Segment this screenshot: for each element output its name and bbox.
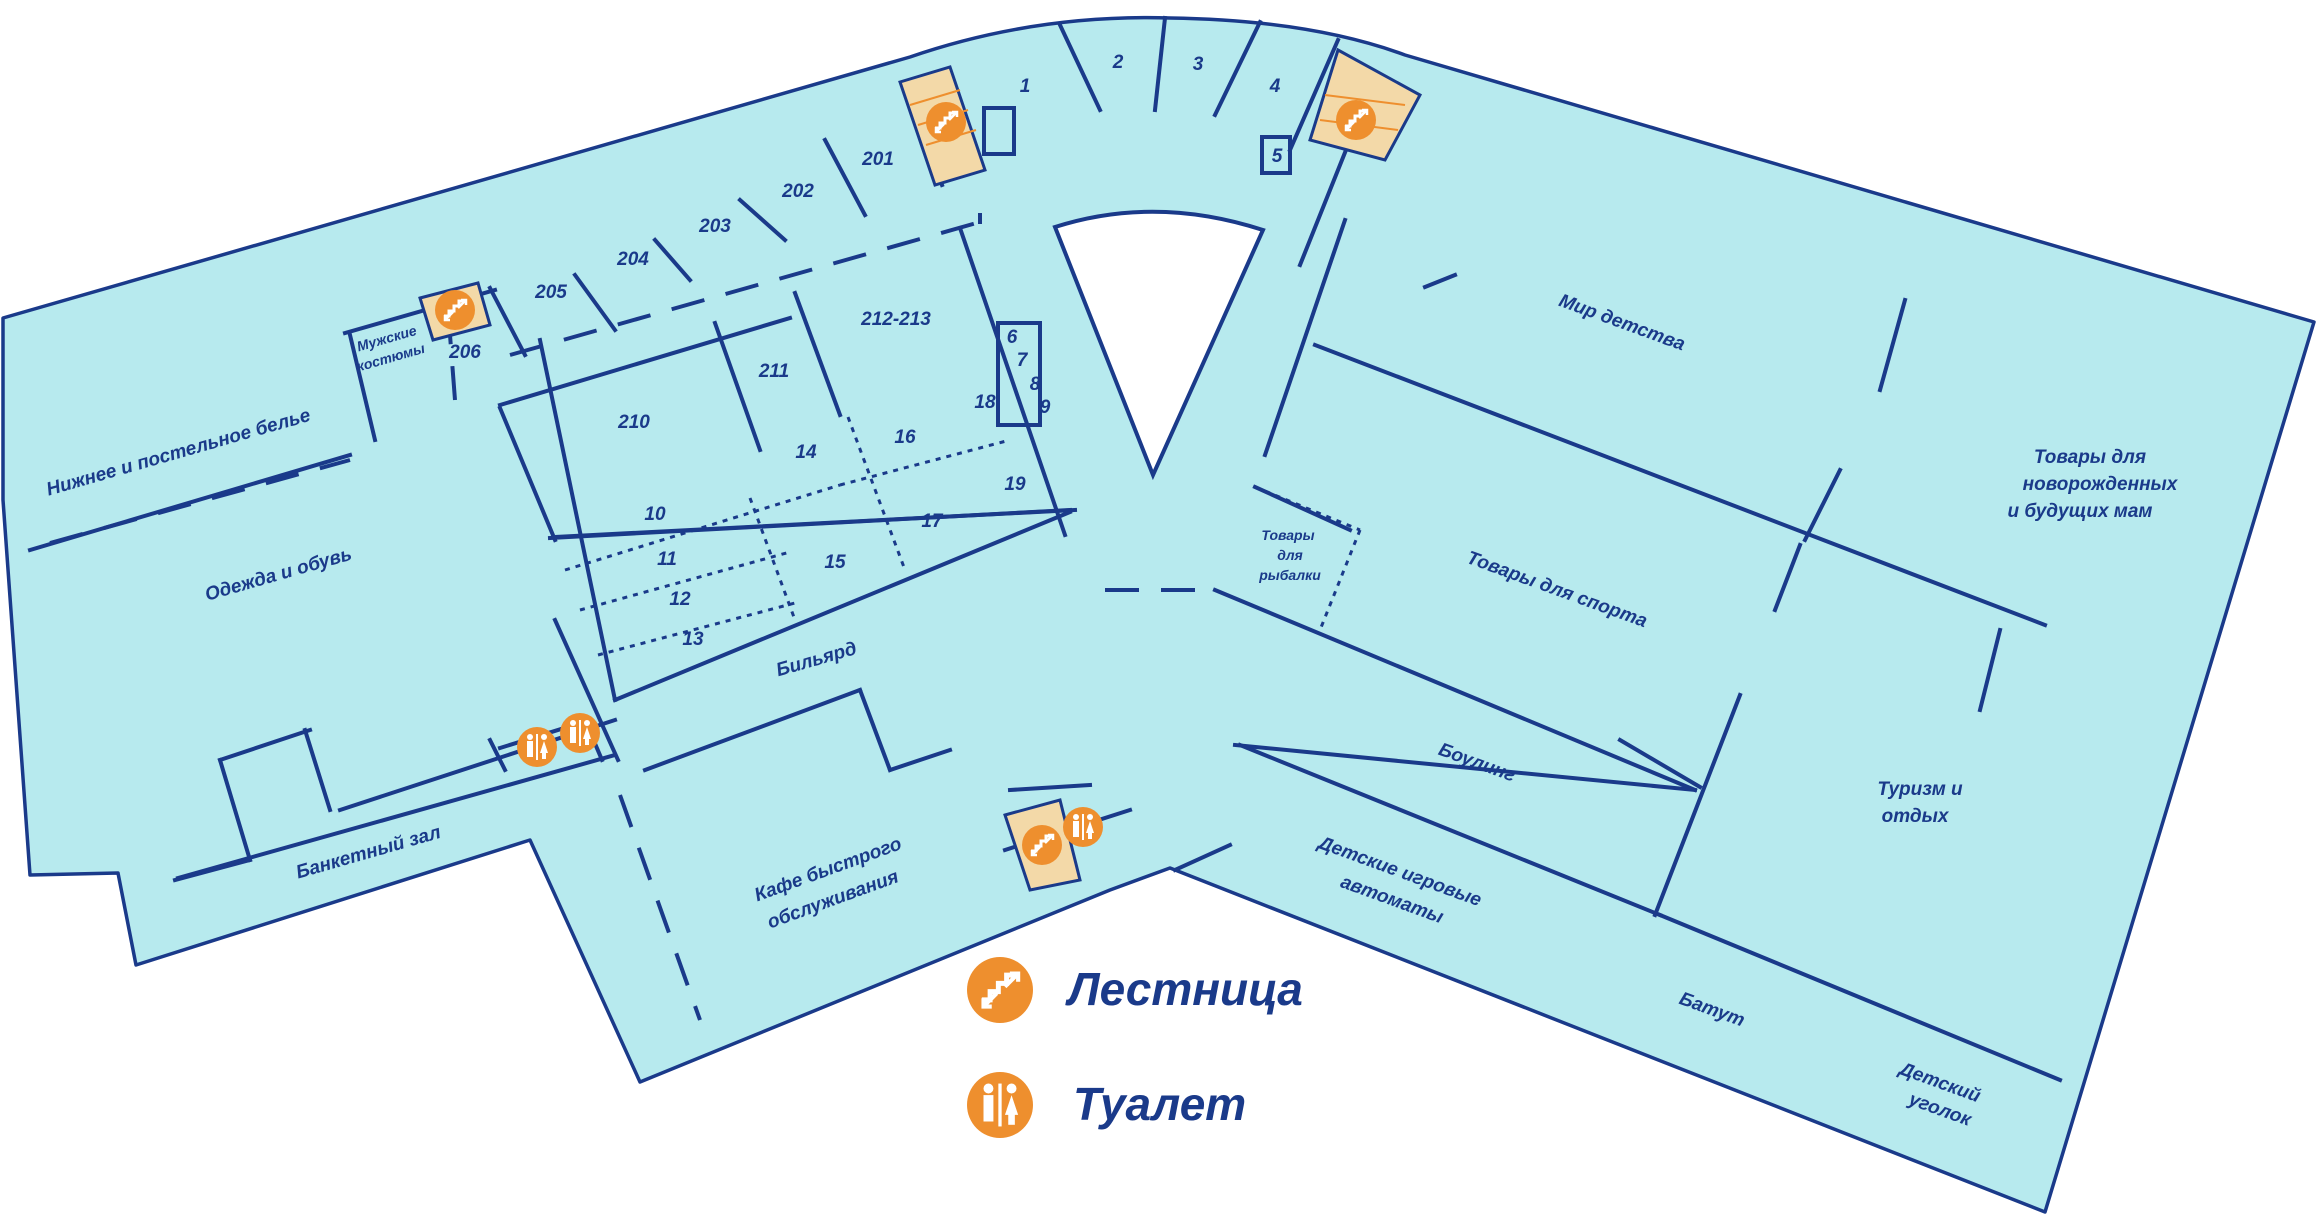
room-17: 17 <box>921 511 944 532</box>
arc-walls <box>982 15 1353 427</box>
room-3: 3 <box>1193 54 1204 75</box>
store-fishing-line1: Товары <box>1261 527 1314 543</box>
store-tourism-line2: отдых <box>1882 806 1950 827</box>
legend-toilet-label: Туалет <box>1073 1078 1246 1130</box>
room-12: 12 <box>669 589 691 610</box>
right-wing-walls <box>1105 217 2063 1083</box>
room-19: 19 <box>1004 474 1026 495</box>
store-newborn-line3: и будущих мам <box>2008 501 2153 522</box>
store-fishing-line3: рыбалки <box>1258 567 1321 583</box>
store-newborn-line2: новорожденных <box>2023 474 2179 495</box>
legend-stairs-icon <box>967 957 1033 1023</box>
room-212-213: 212-213 <box>860 309 931 330</box>
room-202: 202 <box>781 181 814 202</box>
room-8: 8 <box>1030 374 1041 395</box>
room-16: 16 <box>894 427 916 448</box>
stairs-box-3 <box>418 281 492 342</box>
room-4: 4 <box>1269 76 1281 97</box>
store-fishing-line2: для <box>1277 547 1303 563</box>
room-6: 6 <box>1007 327 1018 348</box>
room-7: 7 <box>1017 350 1029 371</box>
room-13: 13 <box>682 629 704 650</box>
atrium-void <box>1052 209 1266 481</box>
room-14: 14 <box>795 442 817 463</box>
building-floor <box>1 15 2316 1214</box>
legend: Лестница Туалет <box>965 957 1303 1140</box>
room-10: 10 <box>644 504 666 525</box>
room-201: 201 <box>861 149 894 170</box>
store-tourism-line1: Туризм и <box>1877 779 1963 800</box>
toilet-icon-map-3 <box>1062 806 1104 848</box>
room-211: 211 <box>758 361 789 382</box>
room-11: 11 <box>657 549 677 570</box>
room-5: 5 <box>1272 146 1283 167</box>
room-1: 1 <box>1020 76 1031 97</box>
room-18: 18 <box>974 392 996 413</box>
store-newborn-line1: Товары для <box>2034 447 2146 468</box>
room-15: 15 <box>824 552 846 573</box>
room-numbers: 1 2 3 4 5 6 7 8 9 10 11 12 13 14 15 16 1… <box>448 52 1283 650</box>
room-210: 210 <box>617 412 650 433</box>
stairs-box-2 <box>1308 47 1423 162</box>
stairs-box-4 <box>1003 798 1082 892</box>
stairs-box-1 <box>898 65 987 187</box>
room-204: 204 <box>616 249 649 270</box>
toilet-icon-map-2 <box>559 712 601 754</box>
room-205: 205 <box>534 282 567 303</box>
room-206: 206 <box>448 342 481 363</box>
legend-stairs-label: Лестница <box>1065 963 1303 1015</box>
room-2: 2 <box>1112 52 1124 73</box>
legend-toilet-icon <box>965 1070 1035 1140</box>
room-9: 9 <box>1040 397 1051 418</box>
toilet-icon-map-1 <box>516 726 558 768</box>
room-203: 203 <box>698 216 731 237</box>
